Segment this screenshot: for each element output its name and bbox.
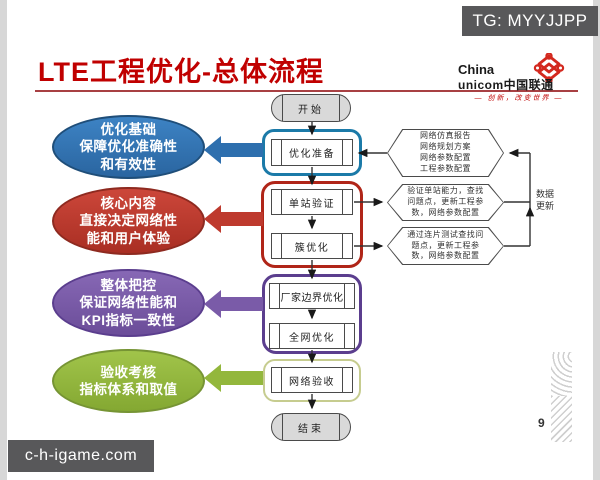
callout-hexagon-0: 网络仿真报告 网络规划方案 网络参数配置 工程参数配置	[387, 129, 504, 177]
annotation-ellipse-overall: 整体把控 保证网络性能和 KPI指标一致性	[52, 269, 205, 337]
annotation-line: 直接决定网络性	[79, 213, 178, 229]
flow-start-node: 开始	[271, 94, 351, 122]
logo-brand-line2: unicom中国联通	[458, 78, 554, 92]
flow-step-1: 单站验证	[271, 189, 353, 215]
annotation-line: 和有效性	[100, 156, 157, 172]
annotation-arrow-1	[204, 205, 263, 233]
logo-brand-line1: China	[458, 62, 495, 77]
watermark-badge: c-h-igame.com	[8, 440, 154, 472]
unicom-logo: China unicom中国联通 — 创新，改变世界 —	[455, 53, 583, 102]
annotation-ellipse-acceptance: 验收考核 指标体系和取值	[52, 349, 205, 413]
flow-step-5: 网络验收	[271, 367, 353, 393]
data-update-line: 更新	[536, 200, 555, 211]
callout-hexagon-2: 通过连片测试查找问 题点，更新工程参 数，网络参数配置	[387, 227, 504, 265]
callout-line: 网络规划方案	[420, 142, 471, 152]
annotation-line: 验收考核	[100, 364, 157, 380]
callout-hexagon-1: 验证单站能力，查找 问题点，更新工程参 数，网络参数配置	[387, 184, 504, 221]
annotation-line: 指标体系和取值	[79, 382, 178, 397]
annotation-line: 保障优化准确性	[79, 139, 178, 155]
annotation-line: 核心内容	[100, 196, 157, 212]
flow-step-4: 全网优化	[269, 323, 355, 349]
annotation-ellipse-preparation: 优化基础 保障优化准确性 和有效性	[52, 115, 205, 179]
decorative-arc-pattern	[551, 352, 572, 396]
annotation-line: 整体把控	[100, 278, 157, 294]
callout-line: 题点，更新工程参	[411, 240, 480, 250]
tg-badge: TG: MYYJJPP	[462, 6, 598, 36]
flow-end-node: 结束	[271, 413, 351, 441]
annotation-line: 保证网络性能和	[79, 295, 178, 311]
annotation-arrow-2	[204, 290, 263, 318]
data-update-line: 数据	[536, 189, 555, 199]
annotation-line: KPI指标一致性	[81, 312, 176, 328]
callout-line: 问题点，更新工程参	[407, 197, 484, 207]
callout-line: 网络仿真报告	[420, 131, 471, 141]
flow-step-0: 优化准备	[271, 139, 353, 166]
annotation-ellipse-core: 核心内容 直接决定网络性 能和用户体验	[52, 187, 205, 255]
callout-line: 工程参数配置	[420, 163, 471, 173]
logo-tagline: — 创新，改变世界 —	[474, 95, 564, 102]
callout-line: 通过连片测试查找问	[407, 229, 484, 239]
annotation-line: 优化基础	[100, 122, 157, 138]
callout-line: 网络参数配置	[420, 153, 471, 162]
title-rule	[35, 90, 578, 92]
decorative-hatch-pattern	[551, 396, 572, 442]
annotation-arrow-3	[204, 364, 263, 392]
callout-line: 数，网络参数配置	[411, 251, 480, 261]
annotation-arrow-0	[204, 136, 263, 164]
flow-step-3: 厂家边界优化	[269, 283, 355, 309]
page-title: LTE工程优化-总体流程	[38, 57, 324, 87]
callout-line: 验证单站能力，查找	[407, 186, 484, 196]
flow-step-2: 簇优化	[271, 233, 353, 259]
photo-edge-left	[0, 0, 7, 480]
annotation-line: 能和用户体验	[86, 230, 171, 246]
data-update-label: 数据 更新	[536, 189, 554, 212]
photo-edge-right	[593, 0, 600, 480]
callout-line: 数，网络参数配置	[411, 207, 480, 217]
page-number: 9	[538, 416, 545, 430]
